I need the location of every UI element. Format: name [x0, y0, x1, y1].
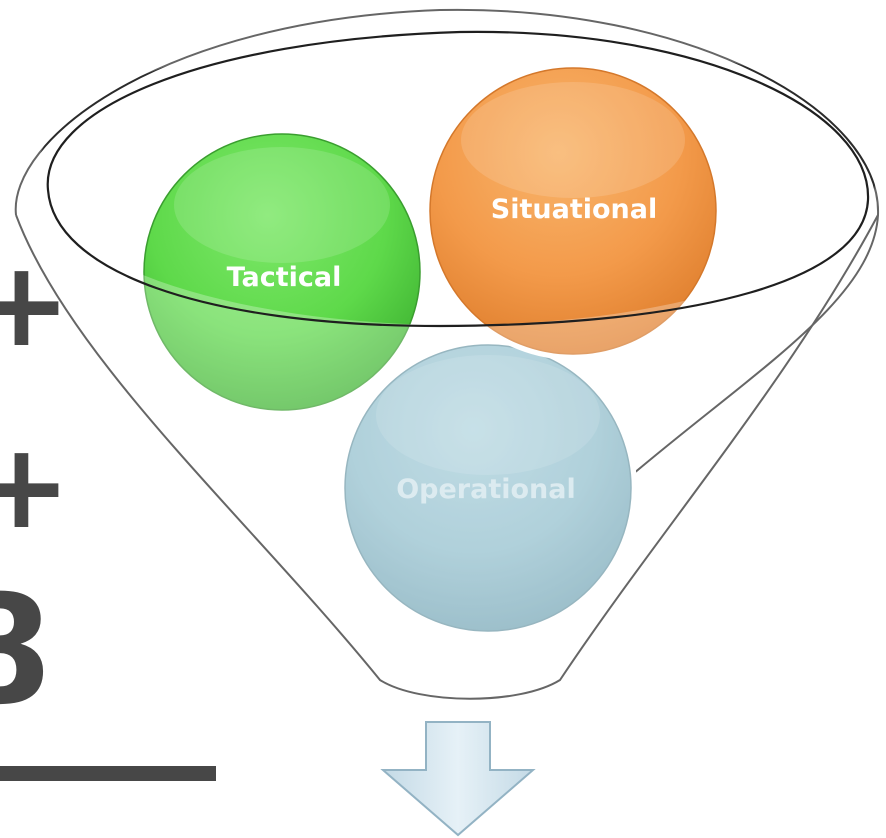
label-situational: Situational — [491, 194, 657, 225]
funnel-inner-rim — [46, 30, 870, 328]
circle-tactical — [138, 128, 426, 416]
circle-operational — [339, 339, 637, 637]
fraction-bar — [0, 766, 216, 781]
digit-eight: 8 — [0, 564, 52, 738]
circle-situational — [424, 62, 722, 360]
plus-symbol-middle: + — [0, 417, 71, 555]
funnel-body — [15, 214, 879, 700]
label-operational: Operational — [396, 474, 576, 505]
down-arrow-icon — [380, 721, 536, 837]
label-tactical: Tactical — [227, 262, 342, 293]
funnel-rim — [14, 8, 880, 561]
